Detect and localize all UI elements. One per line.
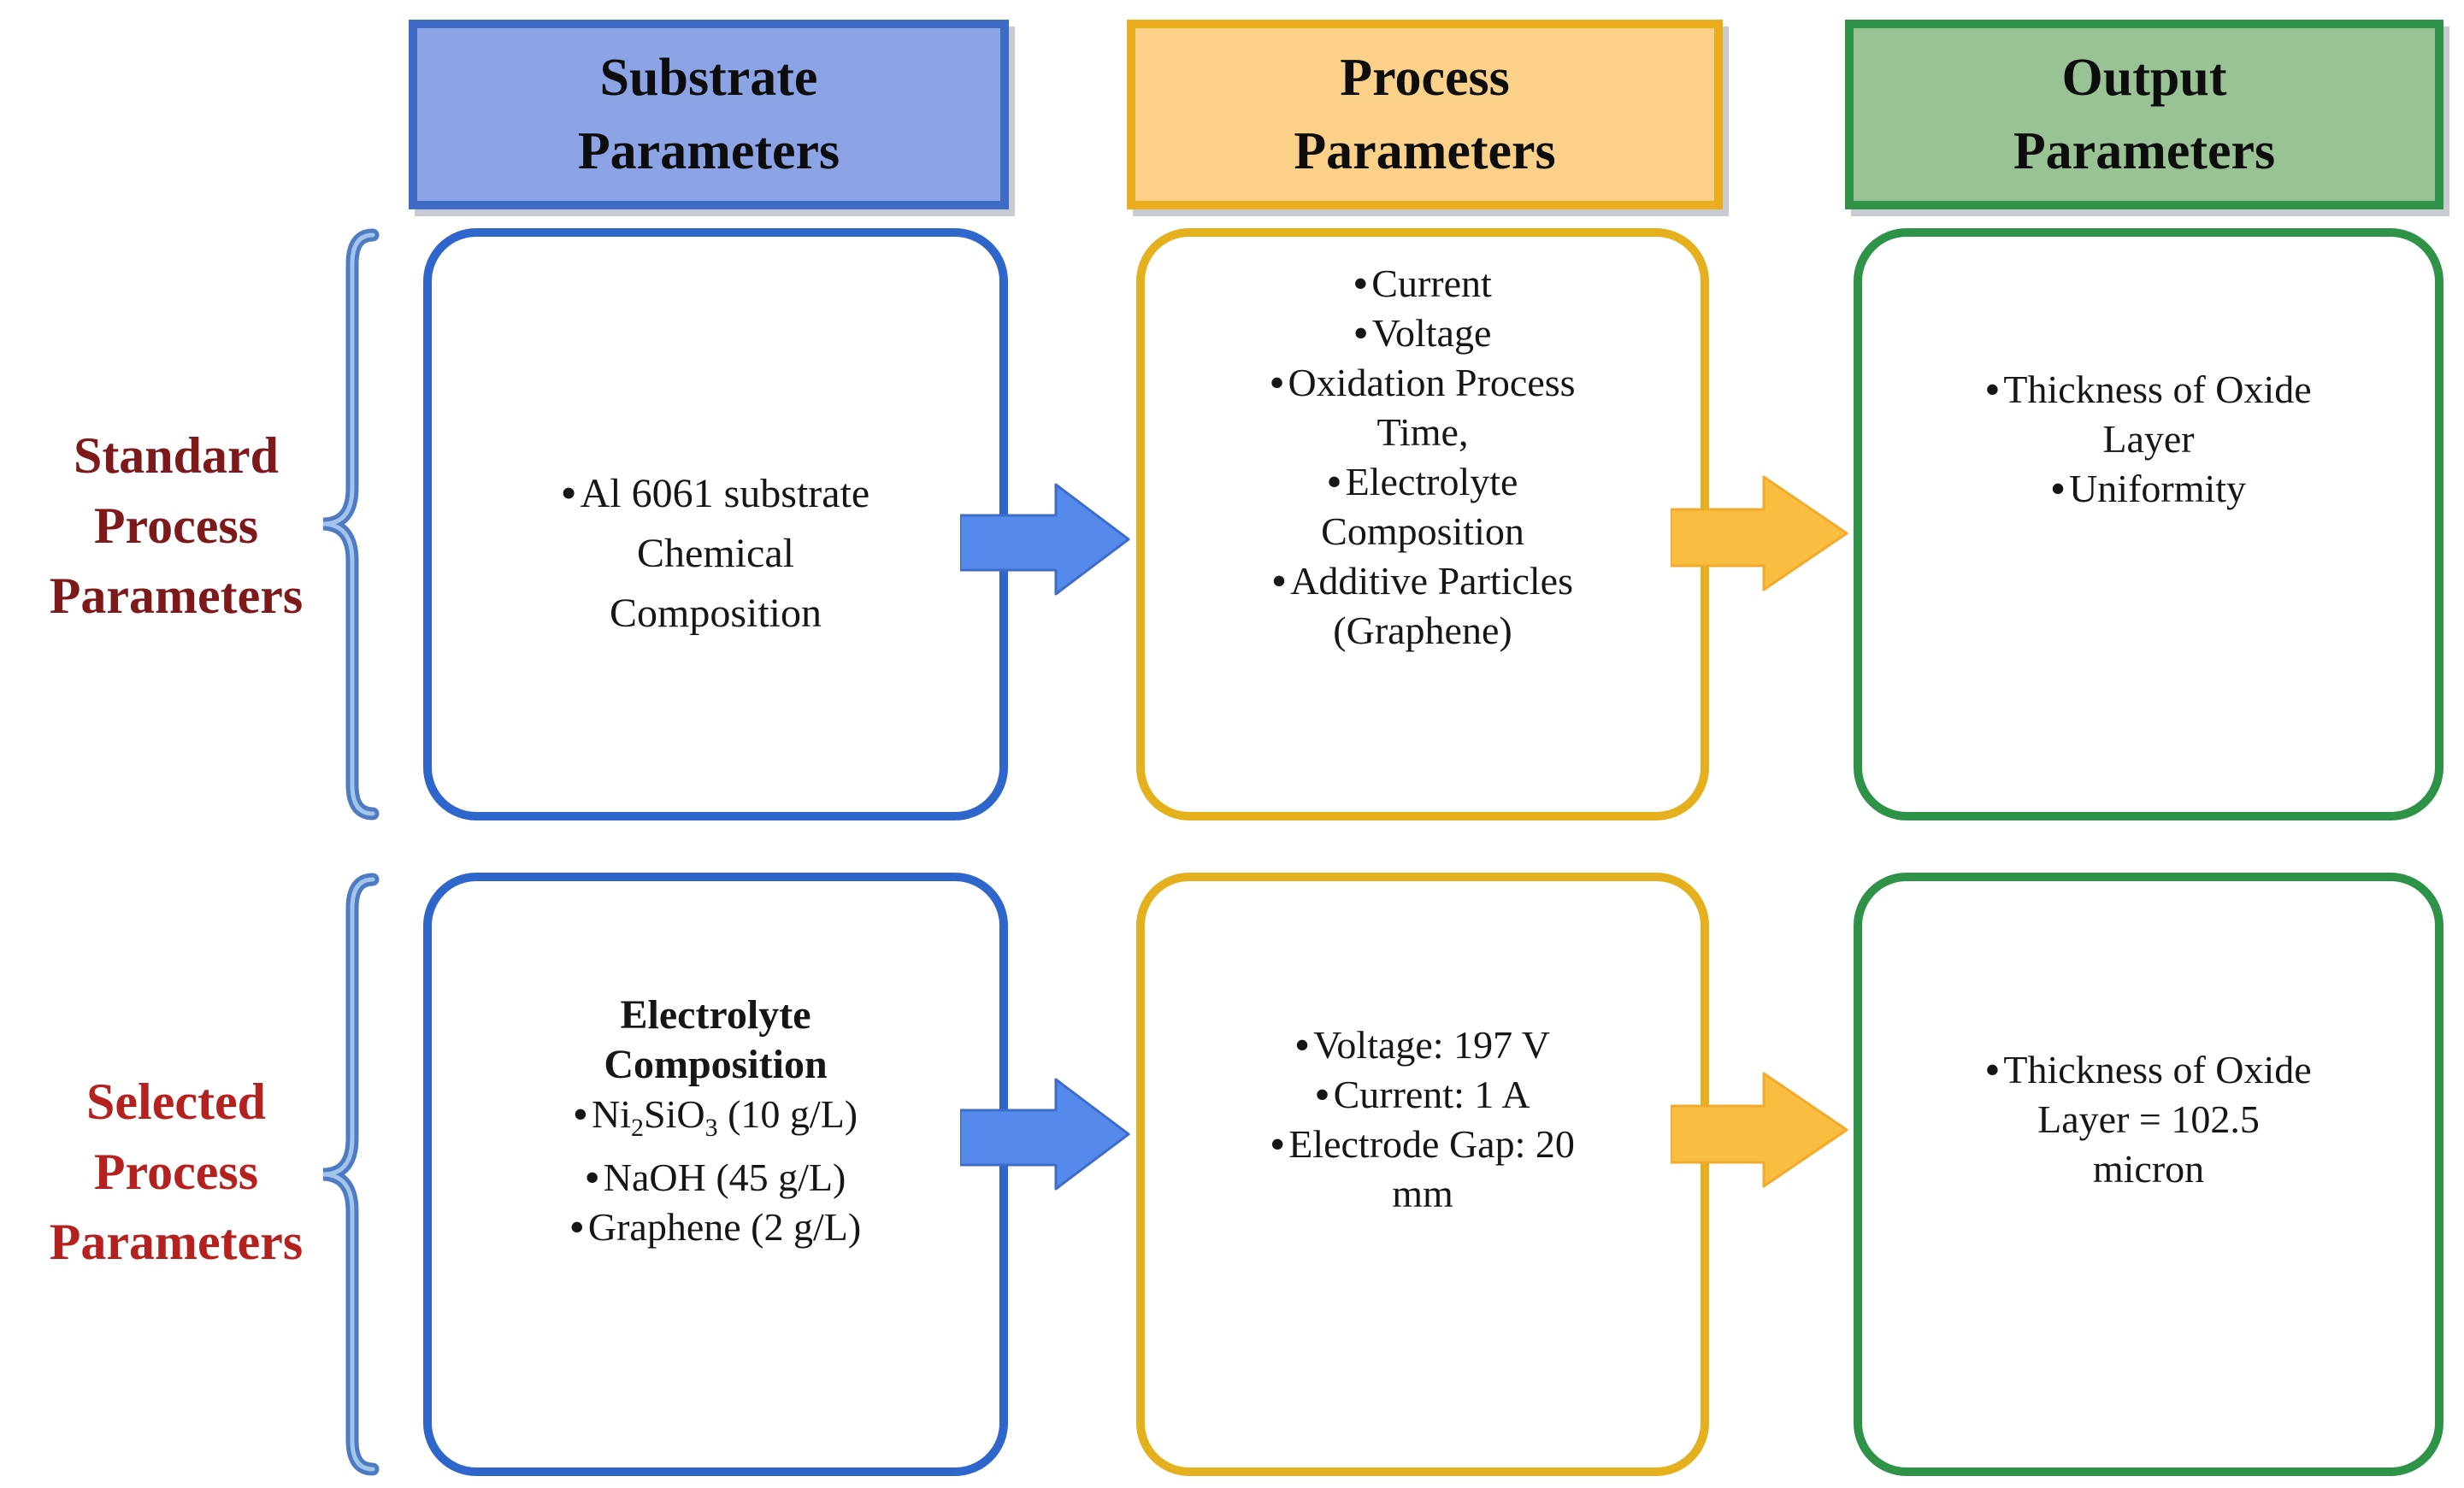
bullet-icon: • [569,1205,584,1250]
bullet-icon: • [1295,1023,1310,1067]
header-output-parameters: Output Parameters [1845,20,2443,209]
header-substrate-parameters: Substrate Parameters [409,20,1009,209]
bullet-icon: • [1272,559,1287,603]
list-item: •Oxidation Process [1270,361,1576,404]
bullet-icon: • [585,1156,599,1200]
list-item: •Graphene (2 g/L) [569,1205,862,1250]
row-label-standard-process-parameters: Standard Process Parameters [49,427,304,624]
arrow-standard-substrate-to-process-icon [960,483,1130,596]
list-item: (Graphene) [1333,609,1512,652]
list-item: Time, [1376,410,1469,454]
list-item: •Current [1353,262,1492,305]
list-item: mm [1392,1172,1453,1215]
box-selected-process-content: •Voltage: 197 V •Current: 1 A •Electrode… [1145,1020,1701,1219]
box-standard-substrate: •Al 6061 substrate Chemical Composition [423,228,1008,820]
box-standard-output-content: •Thickness of Oxide Layer •Uniformity [1862,365,2435,514]
list-item: Chemical [637,530,794,576]
list-item: •Al 6061 substrate [561,470,870,516]
box-selected-process: •Voltage: 197 V •Current: 1 A •Electrode… [1136,873,1709,1476]
list-item: •Voltage: 197 V [1295,1023,1550,1067]
bullet-icon: • [573,1091,587,1136]
arrow-standard-process-to-output-icon [1671,475,1848,591]
list-item: •Electrolyte [1327,460,1518,503]
bullet-icon: • [1315,1073,1329,1116]
list-item: •Uniformity [2050,466,2247,510]
box-selected-output: •Thickness of Oxide Layer = 102.5 micron [1854,873,2443,1476]
list-item: •Additive Particles [1272,559,1573,603]
bullet-icon: • [2050,466,2066,510]
bullet-icon: • [1270,361,1284,404]
bullet-icon: • [1353,262,1368,305]
box-standard-output: •Thickness of Oxide Layer •Uniformity [1854,228,2443,820]
bullet-icon: • [1985,1048,2000,1091]
cell-heading-electrolyte-composition: Electrolyte Composition [604,991,828,1087]
list-item: •Ni2SiO3 (10 g/L) [573,1091,858,1143]
bullet-icon: • [1270,1122,1285,1166]
bullet-icon: • [561,470,576,516]
list-item: Composition [609,590,822,636]
arrow-selected-process-to-output-icon [1671,1072,1848,1188]
list-item: •Thickness of Oxide [1985,367,2312,411]
list-item: •NaOH (45 g/L) [585,1156,846,1200]
list-item: •Thickness of Oxide [1985,1048,2312,1091]
bullet-icon: • [1353,311,1368,355]
arrow-selected-substrate-to-process-icon [960,1078,1130,1191]
list-item: Layer [2102,416,2195,461]
bullet-icon: • [1327,460,1341,503]
brace-selected-row-icon [322,873,380,1476]
list-item: micron [2092,1147,2205,1191]
box-selected-output-content: •Thickness of Oxide Layer = 102.5 micron [1862,1045,2435,1194]
box-standard-process-content: •Current •Voltage •Oxidation Process Tim… [1145,237,1701,656]
list-item: •Current: 1 A [1315,1073,1530,1116]
box-standard-substrate-content: •Al 6061 substrate Chemical Composition [432,464,999,644]
list-item: Composition [1321,509,1524,553]
row-label-selected-process-parameters: Selected Process Parameters [49,1073,304,1270]
list-item: •Electrode Gap: 20 [1270,1122,1575,1166]
bullet-icon: • [1985,367,2000,411]
brace-standard-row-icon [322,228,380,820]
list-item: Layer = 102.5 [2037,1097,2260,1141]
box-standard-process: •Current •Voltage •Oxidation Process Tim… [1136,228,1709,820]
list-item: •Voltage [1353,311,1492,355]
box-selected-substrate-content: Electrolyte Composition •Ni2SiO3 (10 g/L… [432,991,999,1252]
header-process-parameters: Process Parameters [1127,20,1723,209]
box-selected-substrate: Electrolyte Composition •Ni2SiO3 (10 g/L… [423,873,1008,1476]
